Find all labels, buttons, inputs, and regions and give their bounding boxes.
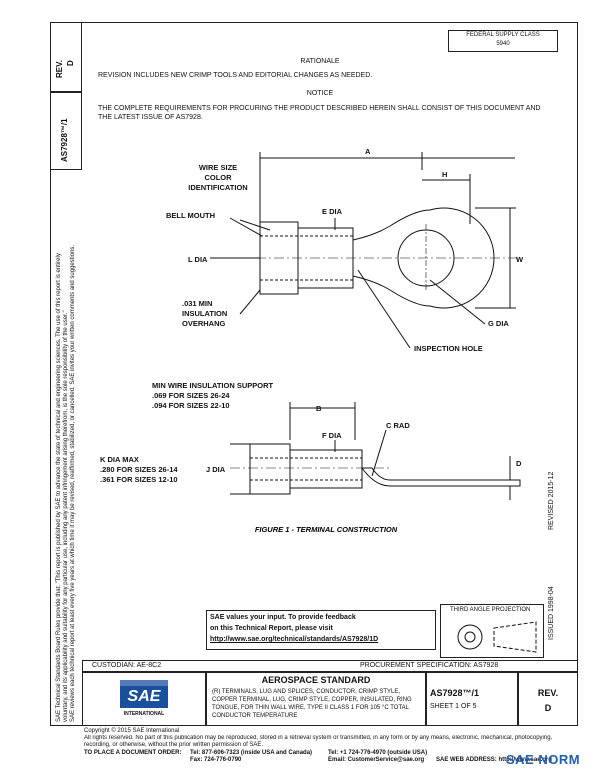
projection-box [440, 604, 544, 658]
label-bell-mouth: BELL MOUTH [166, 211, 215, 220]
sae-logo-text: SAE [128, 688, 162, 705]
label-inspection-hole: INSPECTION HOLE [414, 344, 483, 353]
label-support-1: .069 FOR SIZES 26-24 [152, 391, 230, 400]
projection-label: THIRD ANGLE PROJECTION [450, 607, 531, 613]
procurement-spec: PROCUREMENT SPECIFICATION: AS7928 [360, 662, 499, 669]
standard-title: AEROSPACE STANDARD [261, 675, 371, 685]
top-view [210, 152, 520, 349]
sae-logo-field [120, 680, 168, 708]
fax: Fax: 724-776-0790 [190, 757, 242, 763]
standard-description: (R) TERMINALS, LUG AND SPLICES, CONDUCTO… [212, 689, 412, 719]
figure-caption: FIGURE 1 - TERMINAL CONSTRUCTION [255, 525, 398, 534]
feedback-link[interactable]: http://www.sae.org/technical/standards/A… [210, 636, 379, 643]
label-d: D [516, 459, 522, 468]
title-rev-label: REV. [537, 688, 559, 698]
label-j-dia: J DIA [206, 465, 226, 474]
revised-date: REVISED 2015-12 [548, 471, 555, 530]
label-wire-size-1: WIRE SIZE [199, 163, 237, 172]
label-ins-1: .031 MIN [182, 299, 212, 308]
leader-g-dia [429, 279, 486, 325]
projection-outer-circle [457, 624, 483, 650]
tel-outside: Tel: +1 724-776-4970 (outside USA) [328, 750, 428, 756]
notice-title: NOTICE [306, 90, 334, 97]
label-min-support: MIN WIRE INSULATION SUPPORT [152, 381, 274, 390]
label-wire-size-2: COLOR [204, 173, 232, 182]
label-w: W [516, 255, 524, 264]
label-b: B [316, 404, 322, 413]
label-g-dia: G DIA [488, 319, 509, 328]
rev-value-top: D [66, 60, 75, 66]
rev-label-top: REV. [55, 60, 64, 78]
sae-logo-stripe [120, 680, 168, 686]
margin-rules-line1: SAE Technical Standards Board Rules prov… [56, 253, 62, 722]
rights-line1: All rights reserved. No part of this pub… [84, 735, 553, 741]
label-ins-2: INSULATION [182, 309, 227, 318]
rationale-text: REVISION INCLUDES NEW CRIMP TOOLS AND ED… [98, 72, 373, 79]
margin-rules-line2: voluntary, and its applicability and sui… [63, 310, 69, 722]
projection-symbol [457, 621, 537, 653]
leader-overhang [239, 289, 261, 315]
ring-tongue-shape [352, 207, 495, 309]
label-k-dia: K DIA MAX [100, 455, 139, 464]
fsc-label: FEDERAL SUPPLY CLASS [466, 32, 540, 38]
sae-logo-sub: INTERNATIONAL [124, 711, 164, 717]
label-f-dia: F DIA [322, 431, 342, 440]
projection-inner-circle [464, 631, 476, 643]
title-doc-number: AS7928™/1 [430, 688, 480, 698]
fsc-box [448, 30, 558, 52]
label-k-1: .280 FOR SIZES 26-14 [100, 465, 178, 474]
logo-cell [82, 672, 206, 726]
side-view [230, 402, 521, 500]
label-h: H [442, 170, 447, 179]
title-cell [206, 672, 426, 726]
feedback-box [206, 610, 436, 650]
rights-line2: recording, or otherwise, without the pri… [84, 742, 264, 748]
feedback-line2: on this Technical Report, please visit [210, 625, 333, 632]
label-e-dia: E DIA [322, 207, 343, 216]
rationale-title: RATIONALE [300, 58, 340, 65]
margin-rules-line3: SAE reviews each technical report at lea… [70, 244, 76, 722]
watermark: SAE NORM [506, 752, 581, 767]
issued-date: ISSUED 1998-04 [548, 586, 555, 640]
copyright: Copyright © 2015 SAE International [84, 728, 180, 734]
doc-number-vertical: AS7928™/1 [60, 118, 69, 162]
leader-bell-mouth [229, 217, 263, 237]
fsc-number: 5940 [496, 41, 510, 47]
leader-wire-size [239, 219, 271, 231]
notice-text: THE COMPLETE REQUIREMENTS FOR PROCURING … [98, 105, 541, 121]
order-label: TO PLACE A DOCUMENT ORDER: [84, 750, 182, 756]
custodian: CUSTODIAN: AE-8C2 [92, 662, 162, 669]
label-a: A [365, 147, 371, 156]
web-address[interactable]: SAE WEB ADDRESS: http://www.sae.org [436, 757, 552, 763]
rev-box-top [50, 22, 82, 92]
side-tongue [361, 467, 521, 487]
sheet-number: SHEET 1 OF 5 [430, 703, 477, 710]
label-support-2: .094 FOR SIZES 22-10 [152, 401, 230, 410]
docnum-cell [426, 672, 518, 726]
email[interactable]: Email: CustomerService@sae.org [328, 757, 425, 763]
side-barrel [289, 449, 363, 489]
doc-number-box-top [50, 92, 82, 170]
projection-cone [493, 621, 537, 653]
tel-inside: Tel: 877-606-7323 (inside USA and Canada… [190, 750, 313, 756]
leader-c-rad [371, 429, 387, 477]
label-l-dia: L DIA [188, 255, 208, 264]
title-rev-value: D [544, 703, 552, 713]
sae-logo: SAE INTERNATIONAL [120, 680, 168, 717]
leader-inspection-hole [357, 269, 411, 349]
label-c-rad: C RAD [386, 421, 410, 430]
feedback-line1: SAE values your input. To provide feedba… [210, 614, 356, 621]
label-k-2: .361 FOR SIZES 12-10 [100, 475, 178, 484]
terminal-figure: A H WIRE SIZE COLOR IDENTIFICATION BELL … [100, 147, 524, 534]
label-ins-3: OVERHANG [182, 319, 226, 328]
side-bell-mouth [249, 443, 291, 495]
custodian-row [82, 660, 578, 672]
label-wire-size-3: IDENTIFICATION [188, 183, 247, 192]
rev-cell [518, 672, 578, 726]
